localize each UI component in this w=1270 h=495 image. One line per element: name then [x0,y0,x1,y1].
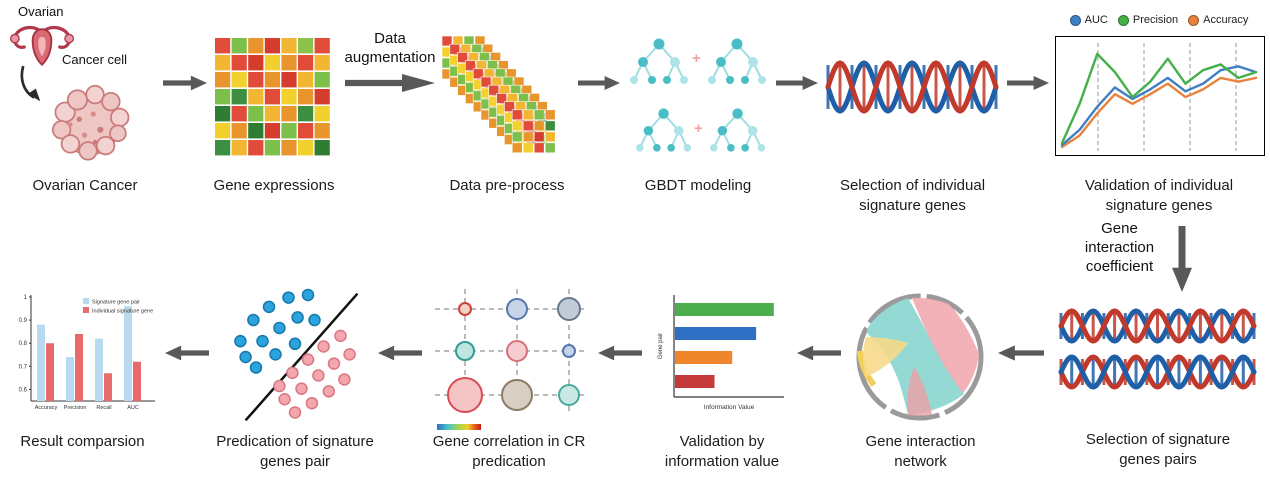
chord-diagram [856,293,984,421]
caption-gene-expressions: Gene expressions [213,177,335,194]
validation-line-chart [1055,36,1265,156]
dna-helix-single [825,60,999,114]
step-data-preprocess: Data pre-process [440,4,574,219]
accuracy-legend-label: Accuracy [1203,14,1249,26]
svg-text:AUC: AUC [127,405,139,411]
uterus-icon [9,25,75,67]
step-gene-expressions: Gene expressions [210,4,338,219]
scatter-plot [234,288,359,422]
step-gene-network: Gene interaction network [848,283,993,493]
svg-text:0.7: 0.7 [19,364,28,370]
svg-text:1: 1 [24,295,28,301]
legend-item-precision: Precision [1117,14,1179,26]
svg-text:Signature gene pair: Signature gene pair [92,300,140,306]
arrow-left-3 [598,344,642,362]
plus-operator-bottom: + [694,120,703,137]
plus-operator-top: + [692,50,701,67]
legend-item-auc: AUC [1069,14,1108,26]
bubble-plot [435,289,585,430]
arrow-right-5 [1007,74,1049,92]
step-selection-individual: Selection of individual signature genes [820,4,1005,219]
cancer-cells-icon [51,84,130,161]
svg-text:Individual signature gene: Individual signature gene [92,309,153,315]
ovarian-label: Ovarian [18,4,64,19]
arrow-down-1 [1172,226,1192,292]
preprocess-heatmap [442,36,556,154]
arrow-right-2 [345,74,435,92]
accuracy-legend-dot [1188,14,1200,26]
dna-helix-pair-bottom [1058,354,1257,390]
colorbar [437,424,481,430]
svg-text:0.8: 0.8 [19,341,28,347]
svg-text:Gene pair: Gene pair [658,333,664,359]
svg-text:Information Value: Information Value [704,404,755,411]
precision-legend-label: Precision [1132,14,1179,26]
caption-result-comparison: Result comparsion [20,433,145,450]
caption-selection-individual: Selection of individual signature genes [839,177,986,214]
step-selection-pairs: Selection of signature genes pairs [1048,300,1268,490]
legend-item-accuracy: Accuracy [1188,14,1248,26]
svg-text:0.6: 0.6 [19,387,28,393]
data-augmentation-label: Data augmentation [344,30,436,66]
step-prediction-pair: Predication of signature genes pair [215,281,375,493]
arrow-left-1 [998,344,1044,362]
arrow-right-4 [776,74,818,92]
arrow-left-4 [378,344,422,362]
dna-helix-pair-top [1058,308,1257,344]
precision-legend-dot [1117,14,1129,26]
arrow-right-1 [163,74,207,92]
arrow-left-5 [165,344,209,362]
step-gbdt: + + GBDT modeling [624,4,772,219]
step-ovarian-cancer: Ovarian Cancer cell [6,4,164,219]
caption-data-preprocess: Data pre-process [449,177,565,194]
caption-gene-correlation: Gene correlation in CR predication [432,433,586,470]
auc-legend-label: AUC [1084,14,1108,26]
caption-gbdt: GBDT modeling [644,177,752,194]
auc-legend-dot [1069,14,1081,26]
step-data-augmentation: Data augmentation [342,4,438,219]
gene-interaction-coefficient-label: Gene interaction coefficient [1084,220,1155,275]
arrow-left-2 [797,344,841,362]
caption-prediction-pair: Predication of signature genes pair [216,433,374,470]
gbdt-trees [630,38,766,152]
arrow-right-3 [578,74,620,92]
svg-text:Accuracy: Accuracy [35,405,58,411]
svg-text:Recall: Recall [96,405,111,411]
step-validation-individual: AUC Precision Accuracy Validation of ind… [1052,4,1266,219]
caption-validation-iv: Validation by information value [664,433,780,470]
gene-expression-heatmap [215,38,330,156]
curved-arrow-icon [20,65,41,102]
caption-gene-network: Gene interaction network [865,433,976,470]
cancer-cell-label: Cancer cell [62,52,128,67]
step-gene-correlation: Gene correlation in CR predication [425,281,593,493]
caption-selection-pairs: Selection of signature genes pairs [1085,431,1231,468]
svg-text:Precision: Precision [64,405,87,411]
caption-ovarian-cancer: Ovarian Cancer [32,177,138,194]
svg-text:0.9: 0.9 [19,318,28,324]
caption-validation-individual: Validation of individual signature genes [1084,177,1234,214]
line-chart-legend: AUC Precision Accuracy [1052,14,1266,26]
